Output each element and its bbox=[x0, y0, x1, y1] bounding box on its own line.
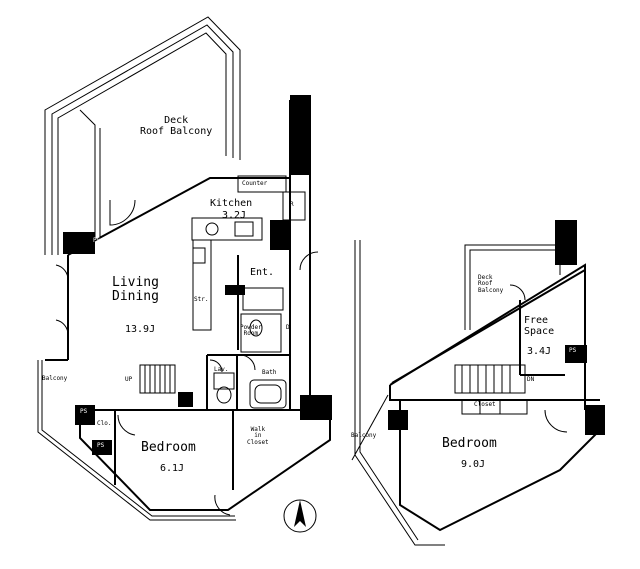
free-space-name: Free Space bbox=[524, 315, 555, 337]
floor1-left-balcony bbox=[37, 360, 236, 521]
kitchen-size: 3.2J bbox=[222, 210, 247, 221]
floor1-up-label: UP bbox=[125, 376, 133, 383]
floor2-balcony-label: Balcony bbox=[351, 432, 377, 439]
floor2-balcony bbox=[351, 240, 445, 546]
floor2-stairs bbox=[454, 364, 526, 394]
floor2-walls bbox=[389, 263, 601, 532]
floor1-kitchen-fittings bbox=[191, 175, 306, 409]
floor1-stairs bbox=[139, 364, 176, 394]
powder-room-label: Powder Room bbox=[240, 324, 262, 338]
refrigerator-mark: R bbox=[290, 201, 294, 208]
floor1-walls bbox=[45, 95, 331, 511]
storage-label: Str. bbox=[194, 296, 209, 303]
floor2-ps-label: PS bbox=[569, 347, 577, 354]
living-dining-name: Living Dining bbox=[112, 275, 159, 304]
free-space-size: 3.4J bbox=[527, 346, 552, 357]
floor2-dn-label: DN bbox=[527, 376, 535, 383]
walk-in-closet-label: Walk in Closet bbox=[247, 426, 269, 446]
floor2-bedroom-size: 9.0J bbox=[461, 459, 486, 470]
floor1-bedroom-size: 6.1J bbox=[160, 463, 185, 474]
floor2-doors bbox=[509, 284, 568, 433]
north-arrow-icon bbox=[294, 500, 306, 527]
floor1-bedroom-name: Bedroom bbox=[141, 440, 196, 455]
floor1-deck-outline bbox=[44, 16, 241, 255]
floor1-ps-label-4: PS bbox=[97, 442, 105, 449]
living-dining-size: 13.9J bbox=[125, 324, 156, 335]
floor1-ps-label-2: PS bbox=[93, 237, 101, 244]
floor2-bedroom-name: Bedroom bbox=[442, 436, 497, 451]
floor2-deck-label: Deck Roof Balcony bbox=[478, 274, 504, 294]
floor2-closet-label: Closet bbox=[474, 401, 496, 408]
counter-label: Counter bbox=[242, 180, 268, 187]
entrance-label: Ent. bbox=[250, 267, 275, 278]
compass-icon bbox=[283, 499, 317, 533]
floor1-doors bbox=[55, 199, 319, 516]
solid-walls bbox=[63, 95, 605, 527]
floor2-closet bbox=[461, 399, 528, 415]
dryer-mark: D bbox=[286, 324, 290, 331]
closet-small-label: Clo. bbox=[97, 420, 112, 427]
kitchen-name: Kitchen bbox=[210, 198, 253, 209]
floor1-balcony-label: Balcony bbox=[42, 375, 68, 382]
floor1-ps-label-1: PS bbox=[292, 177, 300, 184]
lavatory-label: Lav. bbox=[214, 366, 229, 373]
floor1-deck-label: Deck Roof Balcony bbox=[140, 115, 213, 137]
floor1-ps-label-3: PS bbox=[80, 408, 88, 415]
bath-label: Bath bbox=[262, 369, 277, 376]
